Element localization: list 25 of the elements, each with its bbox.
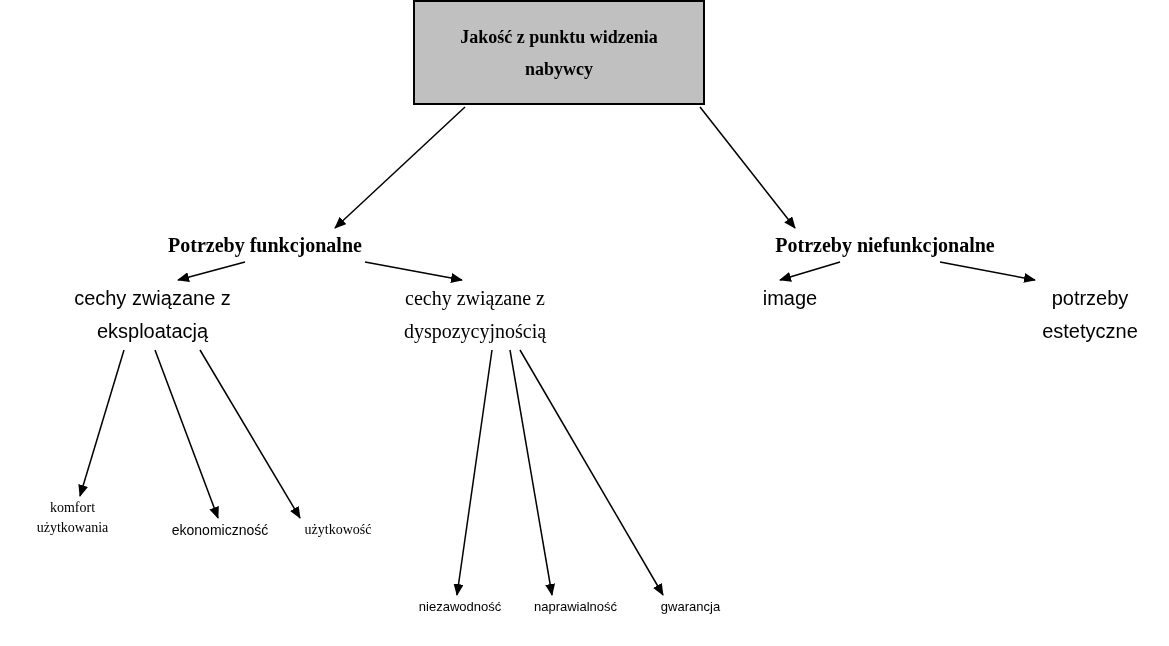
attribute-label: użytkowość [288,520,388,540]
feature-label: potrzeby estetyczne [1020,282,1160,348]
arrow [334,106,466,229]
attribute-label: gwarancja [648,597,733,617]
arrow [453,349,493,596]
arrow [154,349,219,519]
arrow [177,261,246,282]
category-label: Potrzeby niefunkcjonalne [730,230,1040,260]
arrow [519,349,664,596]
feature-label: cechy związane z eksploatacją [30,282,275,348]
arrow [939,261,1036,283]
category-label: Potrzeby funkcjonalne [135,230,395,260]
arrow [779,261,841,282]
attribute-label: komfort użytkowania [15,498,130,538]
title-box: Jakość z punktu widzenia nabywcy [413,0,705,105]
attribute-label: naprawialność [518,597,633,617]
arrow [78,349,125,497]
attribute-label: ekonomiczność [150,520,290,540]
arrow [364,261,463,283]
arrow [199,349,301,519]
arrow [509,349,556,596]
feature-label: image [745,282,835,315]
attribute-label: niezawodność [405,597,515,617]
arrow [699,106,796,229]
feature-label: cechy związane z dyspozycyjnością [350,282,600,348]
